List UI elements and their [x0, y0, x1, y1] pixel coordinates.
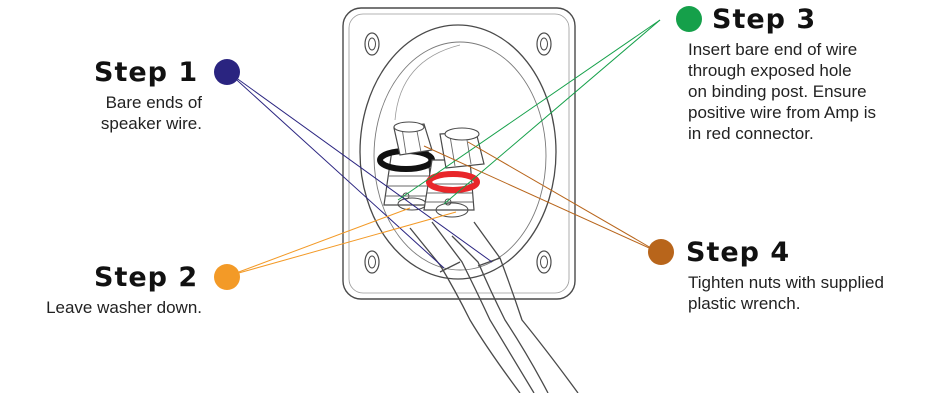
step3-description-line: positive wire from Amp is [688, 103, 876, 122]
step4-description-line: plastic wrench. [688, 294, 801, 313]
step3-title: Step 3 [712, 4, 817, 35]
step3-description-line: Insert bare end of wire [688, 40, 858, 59]
binding-post-red [423, 127, 485, 218]
step2-description-line: Leave washer down. [46, 298, 202, 317]
step3-marker-dot [676, 6, 702, 32]
screw-hole-bottom-left [364, 250, 380, 274]
step3-description-line: through exposed hole [688, 61, 852, 80]
step3-leader-lines [397, 19, 661, 205]
step1-description: Bare ends of speaker wire. [60, 92, 202, 134]
step2-leader-lines [227, 207, 457, 277]
step2-description: Leave washer down. [4, 297, 202, 318]
step2-title: Step 2 [94, 262, 199, 293]
step4-description: Tighten nuts with supplied plastic wrenc… [688, 272, 938, 314]
screw-hole-top-right [536, 32, 552, 56]
step1-description-line: Bare ends of [105, 93, 202, 112]
red-collar-ring [426, 171, 480, 193]
step1-marker-dot [214, 59, 240, 85]
step4-leader-lines [423, 141, 659, 253]
mounting-plate-inner-edge [348, 13, 570, 294]
step1-title: Step 1 [94, 57, 199, 88]
step1-description-line: speaker wire. [100, 114, 202, 133]
screw-hole-bottom-right [536, 250, 552, 274]
step1-leader-lines [227, 71, 493, 269]
step4-marker-dot [648, 239, 674, 265]
speaker-wire-pair [409, 221, 579, 393]
recessed-cup-inner [373, 41, 547, 271]
screw-hole-top-left [364, 32, 380, 56]
step3-description-line: in red connector. [688, 124, 814, 143]
step3-description: Insert bare end of wire through exposed … [688, 39, 938, 144]
binding-post-black [377, 121, 435, 211]
step3-description-line: on binding post. Ensure [688, 82, 867, 101]
step4-title: Step 4 [686, 237, 791, 268]
step2-marker-dot [214, 264, 240, 290]
step4-description-line: Tighten nuts with supplied [688, 273, 884, 292]
